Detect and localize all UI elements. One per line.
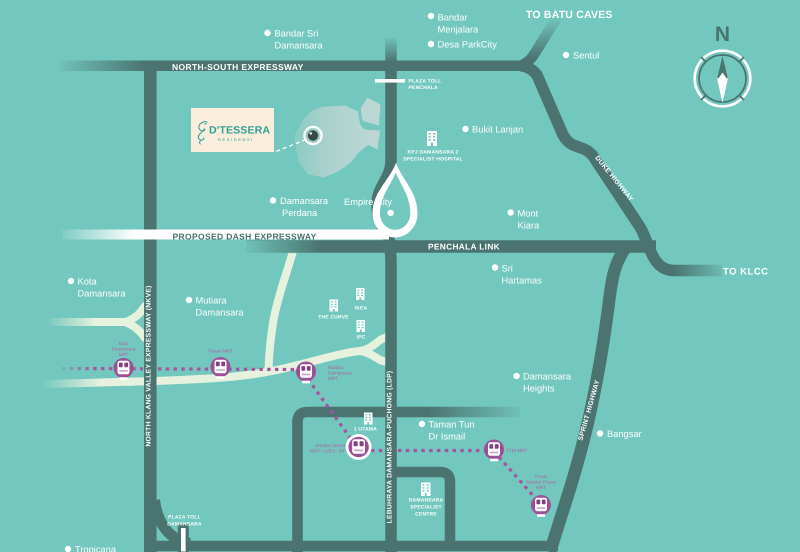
svg-text:Damansara: Damansara (275, 41, 324, 51)
svg-text:TTDI MRT: TTDI MRT (506, 448, 528, 453)
svg-text:Dr Ismail: Dr Ismail (429, 432, 466, 442)
svg-text:CENTRE: CENTRE (415, 512, 437, 518)
svg-text:DAMANSARA: DAMANSARA (167, 522, 202, 528)
svg-text:Kiara: Kiara (518, 221, 541, 231)
svg-text:Sentul: Sentul (573, 51, 599, 61)
svg-text:Mont: Mont (518, 209, 539, 219)
svg-text:Desa ParkCity: Desa ParkCity (438, 40, 498, 50)
svg-text:PENCHALA LINK: PENCHALA LINK (428, 242, 500, 252)
svg-text:RESIDENSI: RESIDENSI (218, 137, 254, 142)
svg-text:D'TESSERA: D'TESSERA (209, 125, 270, 137)
svg-text:PROPOSED DASH EXPRESSWAY: PROPOSED DASH EXPRESSWAY (173, 231, 317, 241)
svg-text:SPECIALIST HOSPITAL: SPECIALIST HOSPITAL (403, 157, 463, 163)
svg-text:Tropicana: Tropicana (75, 545, 117, 552)
svg-text:Damansara: Damansara (78, 289, 127, 299)
svg-text:Damansara: Damansara (523, 372, 572, 382)
svg-text:DAMANSARA: DAMANSARA (409, 498, 444, 504)
svg-text:NORTH-SOUTH EXPRESSWAY: NORTH-SOUTH EXPRESSWAY (172, 62, 304, 72)
svg-text:Mutiara: Mutiara (328, 365, 344, 370)
svg-text:Empire City: Empire City (344, 197, 392, 207)
svg-text:Kota: Kota (119, 341, 129, 346)
svg-text:Mutiara: Mutiara (196, 296, 228, 306)
svg-text:Damansara: Damansara (196, 308, 245, 318)
svg-text:N: N (715, 23, 730, 46)
svg-text:TO BATU CAVES: TO BATU CAVES (526, 9, 613, 21)
svg-text:NORTH KLANG VALLEY EXPRESSWAY: NORTH KLANG VALLEY EXPRESSWAY (NKVE) (146, 285, 153, 446)
svg-text:MRT: MRT (536, 485, 546, 490)
svg-text:PLAZA TOLL: PLAZA TOLL (168, 515, 201, 521)
svg-text:Pusat: Pusat (535, 474, 547, 479)
svg-text:Bandar D'sara: Bandar D'sara (526, 480, 556, 485)
svg-text:MRT: MRT (119, 352, 129, 357)
svg-text:MRT: MRT (328, 376, 338, 381)
svg-text:Sri: Sri (502, 264, 513, 274)
svg-text:Bukit Lanjan: Bukit Lanjan (472, 125, 523, 135)
svg-text:Hartamas: Hartamas (502, 276, 543, 286)
svg-text:KPJ DAMANSARA 2: KPJ DAMANSARA 2 (408, 150, 459, 156)
svg-text:Bandar Utama: Bandar Utama (315, 443, 345, 448)
svg-text:IPC: IPC (357, 335, 366, 341)
svg-text:Perdana: Perdana (282, 208, 318, 218)
svg-text:IKEA: IKEA (355, 306, 368, 312)
svg-text:Damansara: Damansara (328, 371, 352, 376)
svg-text:Damansara: Damansara (280, 196, 329, 206)
svg-text:Surian MRT: Surian MRT (208, 349, 233, 354)
svg-text:LEBUHRAYA DAMANSARA-PUCHONG (L: LEBUHRAYA DAMANSARA-PUCHONG (LDP) (386, 371, 393, 524)
svg-text:Bandar: Bandar (438, 13, 468, 23)
svg-text:Damansara: Damansara (112, 347, 136, 352)
svg-text:PENCHALA: PENCHALA (409, 85, 439, 91)
svg-text:Kota: Kota (78, 277, 98, 287)
svg-text:THE CURVE: THE CURVE (318, 315, 349, 321)
svg-text:MRT / LRT3 - BT: MRT / LRT3 - BT (310, 449, 345, 454)
svg-text:Menjalara: Menjalara (438, 25, 480, 35)
svg-text:Taman Tun: Taman Tun (429, 420, 475, 430)
svg-text:Bandar Sri: Bandar Sri (275, 29, 319, 39)
svg-text:Bangsar: Bangsar (607, 429, 642, 439)
svg-text:1 UTAMA: 1 UTAMA (354, 427, 377, 433)
svg-text:Heights: Heights (523, 384, 555, 394)
svg-text:TO KLCC: TO KLCC (723, 267, 769, 278)
svg-text:SPECIALIST: SPECIALIST (410, 505, 441, 511)
svg-text:PLAZA TOLL: PLAZA TOLL (409, 79, 442, 85)
